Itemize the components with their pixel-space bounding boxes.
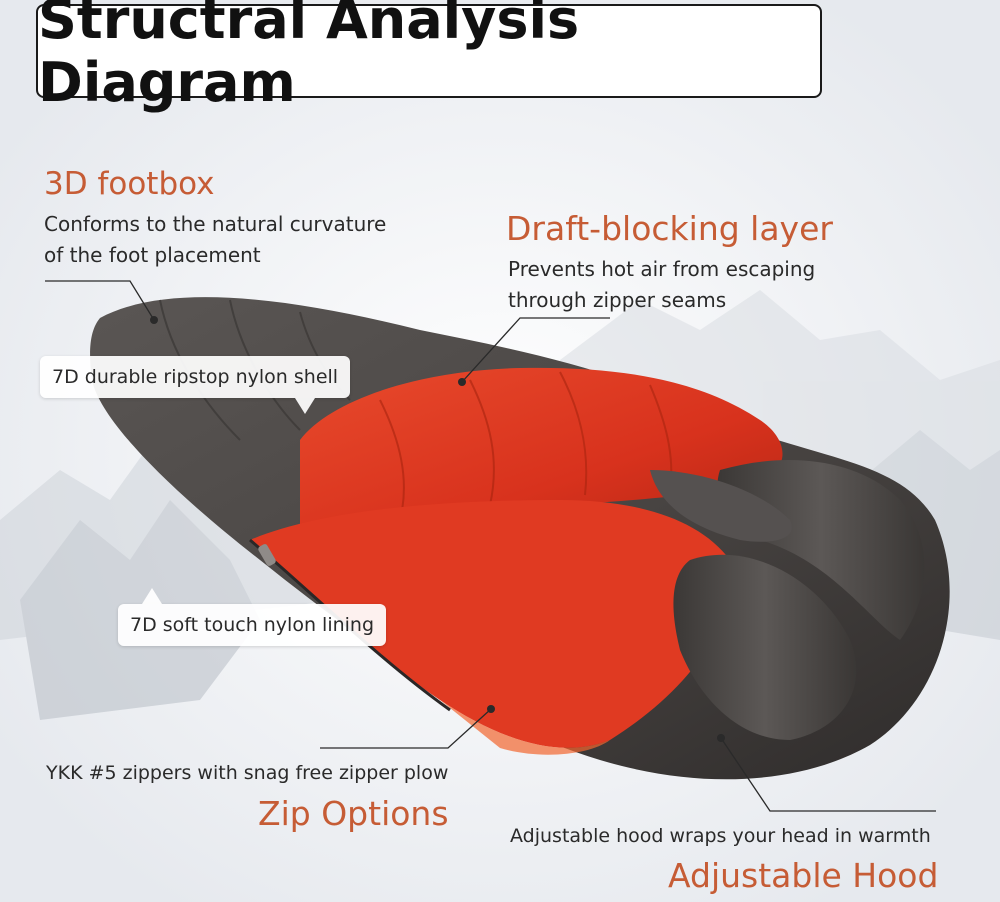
- zip-dot: [487, 705, 495, 713]
- page-title: Structral Analysis Diagram: [38, 0, 580, 114]
- hood-leader: [720, 737, 936, 812]
- leader-lines: [45, 280, 936, 812]
- draft-desc-line2: through zipper seams: [508, 288, 727, 312]
- footbox-desc-line1: Conforms to the natural curvature: [44, 212, 387, 236]
- hood-dot: [717, 734, 725, 742]
- zipper-pull: [258, 544, 276, 566]
- zip-heading: Zip Options: [258, 794, 449, 833]
- lining-callout-text: 7D soft touch nylon lining: [130, 614, 375, 636]
- shell-callout-text: 7D durable ripstop nylon shell: [52, 366, 339, 388]
- draft-dot: [458, 378, 466, 386]
- draft-heading: Draft-blocking layer: [506, 209, 833, 248]
- title-box: Structral Analysis Diagram: [36, 0, 822, 114]
- hood-baffle: [673, 554, 857, 740]
- lining-callout: 7D soft touch nylon lining: [118, 588, 387, 646]
- draft-blocking-layer: [300, 367, 783, 540]
- hood-heading: Adjustable Hood: [668, 856, 939, 895]
- draft-desc-line1: Prevents hot air from escaping: [508, 257, 816, 281]
- zip-desc: YKK #5 zippers with snag free zipper plo…: [46, 762, 449, 784]
- shell-callout: 7D durable ripstop nylon shell: [40, 356, 351, 414]
- footbox-dot: [150, 316, 158, 324]
- inner-lining: [250, 500, 732, 748]
- hood-desc: Adjustable hood wraps your head in warmt…: [510, 825, 931, 847]
- zip-leader: [320, 708, 492, 749]
- footbox-leader: [45, 280, 155, 321]
- shell-callout-tail: [295, 398, 315, 414]
- lining-callout-tail: [142, 588, 162, 604]
- footbox-heading: 3D footbox: [44, 166, 215, 202]
- footbox-desc-line2: of the foot placement: [44, 243, 261, 267]
- draft-leader: [461, 317, 610, 383]
